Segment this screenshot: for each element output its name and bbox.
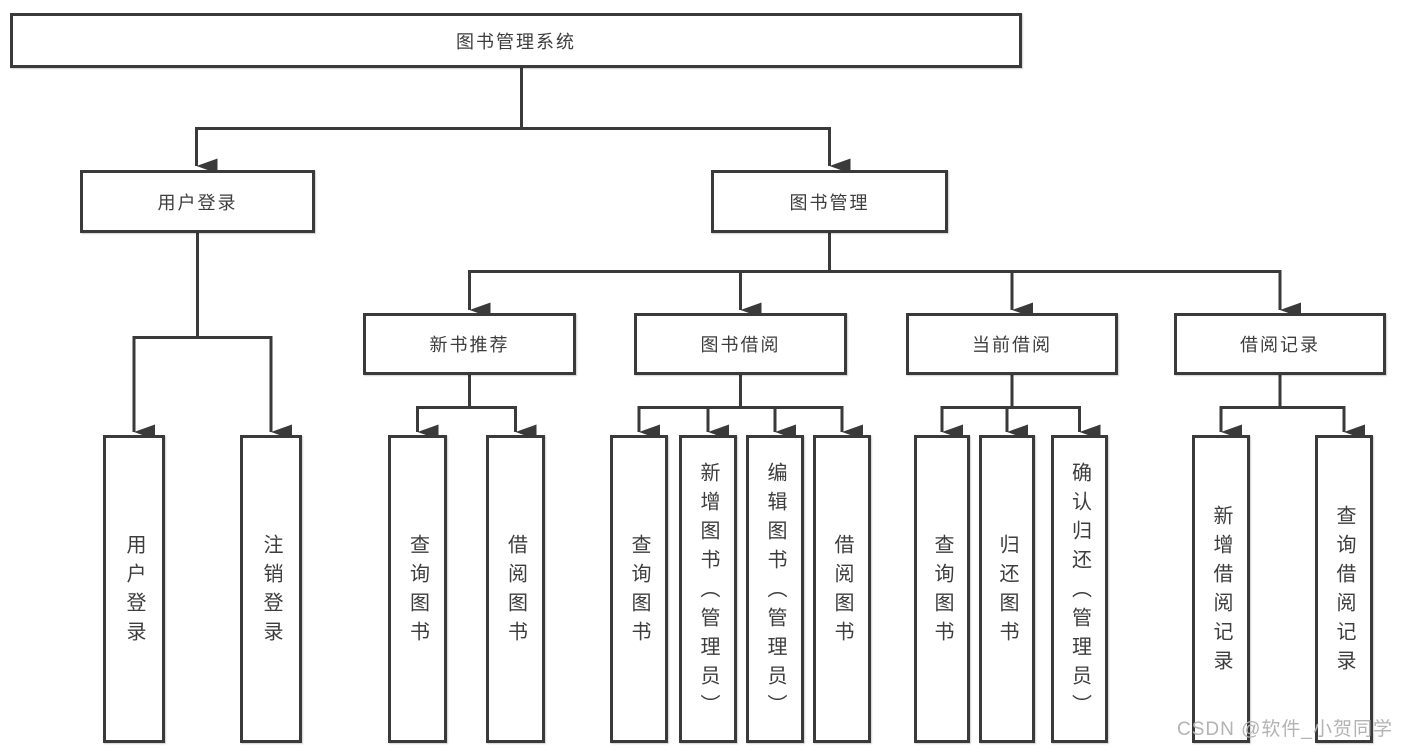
node-current-borrowing: 当前借阅 <box>906 313 1118 375</box>
leaf-query-books-borrowing: 查询图书 <box>610 435 668 743</box>
leaf-confirm-return-admin: 确认归还（管理员） <box>1051 435 1108 743</box>
node-book-borrowing: 图书借阅 <box>634 313 847 375</box>
node-library-management-system: 图书管理系统 <box>10 13 1022 68</box>
leaf-add-books-admin: 新增图书（管理员） <box>679 435 737 743</box>
csdn-watermark: CSDN @软件_小贺同学 <box>1177 719 1393 740</box>
leaf-add-borrowing-record: 新增借阅记录 <box>1192 435 1250 743</box>
leaf-user-login: 用户登录 <box>103 435 165 743</box>
leaf-query-books-recommendation: 查询图书 <box>388 435 447 743</box>
leaf-logout: 注销登录 <box>240 435 302 743</box>
leaf-borrow-books-recommendation: 借阅图书 <box>486 435 545 743</box>
leaf-edit-books-admin: 编辑图书（管理员） <box>746 435 804 743</box>
node-borrowing-records: 借阅记录 <box>1174 313 1386 375</box>
leaf-return-books: 归还图书 <box>979 435 1035 743</box>
node-book-management: 图书管理 <box>711 170 948 233</box>
leaf-query-books-current: 查询图书 <box>914 435 970 743</box>
node-new-book-recommendation: 新书推荐 <box>363 313 576 375</box>
leaf-borrow-books-borrowing: 借阅图书 <box>813 435 871 743</box>
node-user-login: 用户登录 <box>80 170 315 233</box>
leaf-query-borrowing-record: 查询借阅记录 <box>1315 435 1373 743</box>
